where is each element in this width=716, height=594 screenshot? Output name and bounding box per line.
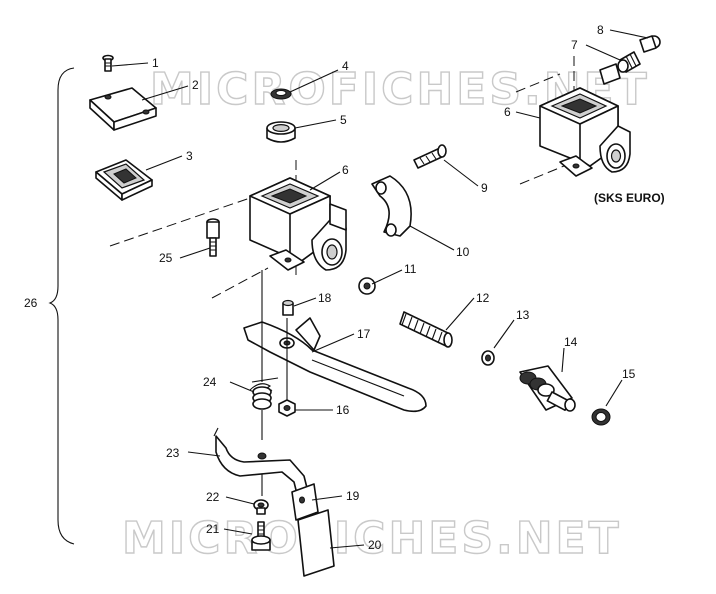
callout-10: 10 [456,245,470,259]
callout-12: 12 [476,291,490,305]
part-screw-9 [413,144,447,169]
part-master-cylinder-6 [249,177,347,271]
part-washer-22 [253,499,269,515]
callout-6: 6 [342,163,349,177]
guide-line-euro-a [515,73,561,93]
callout-15: 15 [622,367,636,381]
callout-16: 16 [336,403,350,417]
part-o-ring-4 [270,88,292,100]
part-nut-16 [278,399,296,417]
part-washer-13 [481,350,495,366]
callout-24: 24 [203,375,217,389]
watermark-bottom: MICROFICHES.NET [122,513,622,564]
part-piston-14 [519,365,576,412]
callout-2: 2 [192,78,199,92]
callout-22: 22 [206,490,220,504]
callout-23: 23 [166,446,180,460]
callout-11: 11 [404,262,417,276]
callout-25: 25 [159,251,173,265]
callout-13: 13 [516,308,530,322]
part-fitting-7 [617,51,641,73]
part-decal-20 [297,509,335,577]
part-washer-11 [358,277,376,295]
part-diaphragm-3 [95,159,153,201]
guide-line-euro-b [519,165,565,185]
callout-4: 4 [342,59,349,73]
part-spring-12 [399,311,453,348]
part-master-cylinder-euro-6 [539,63,631,177]
part-bushing-5 [266,121,296,143]
callout-14: 14 [564,335,578,349]
callout-20: 20 [368,538,382,552]
part-plug-18 [282,299,294,316]
guide-line-b [211,267,269,299]
part-screw-1 [102,54,114,72]
part-reservoir-cover-2 [89,87,157,131]
callout-17: 17 [357,327,371,341]
guide-line-a [109,197,251,247]
callout-18: 18 [318,291,332,305]
callout-9: 9 [481,181,488,195]
callout-6-euro: 6 [504,105,511,119]
callout-5: 5 [340,113,347,127]
part-torsion-spring-24 [249,377,279,410]
part-cap-8 [639,35,661,53]
part-clamp-10 [371,175,412,237]
variant-note: (SKS EURO) [594,191,665,205]
callout-26: 26 [24,296,38,310]
callout-21: 21 [206,522,220,536]
callout-7: 7 [571,38,578,52]
part-bolt-25 [206,218,220,257]
callout-8: 8 [597,23,604,37]
callout-19: 19 [346,489,360,503]
callout-3: 3 [186,149,193,163]
part-switch-19 [291,483,319,521]
assembly-bracket [48,67,75,545]
part-brake-lever-17 [243,317,427,413]
part-seal-15 [591,408,611,426]
leader-lines [111,29,649,549]
part-screw-21 [251,521,271,551]
callout-1: 1 [152,56,159,70]
callout-labels: 1 2 3 4 5 6 9 10 11 12 13 14 15 16 17 18… [24,23,665,552]
